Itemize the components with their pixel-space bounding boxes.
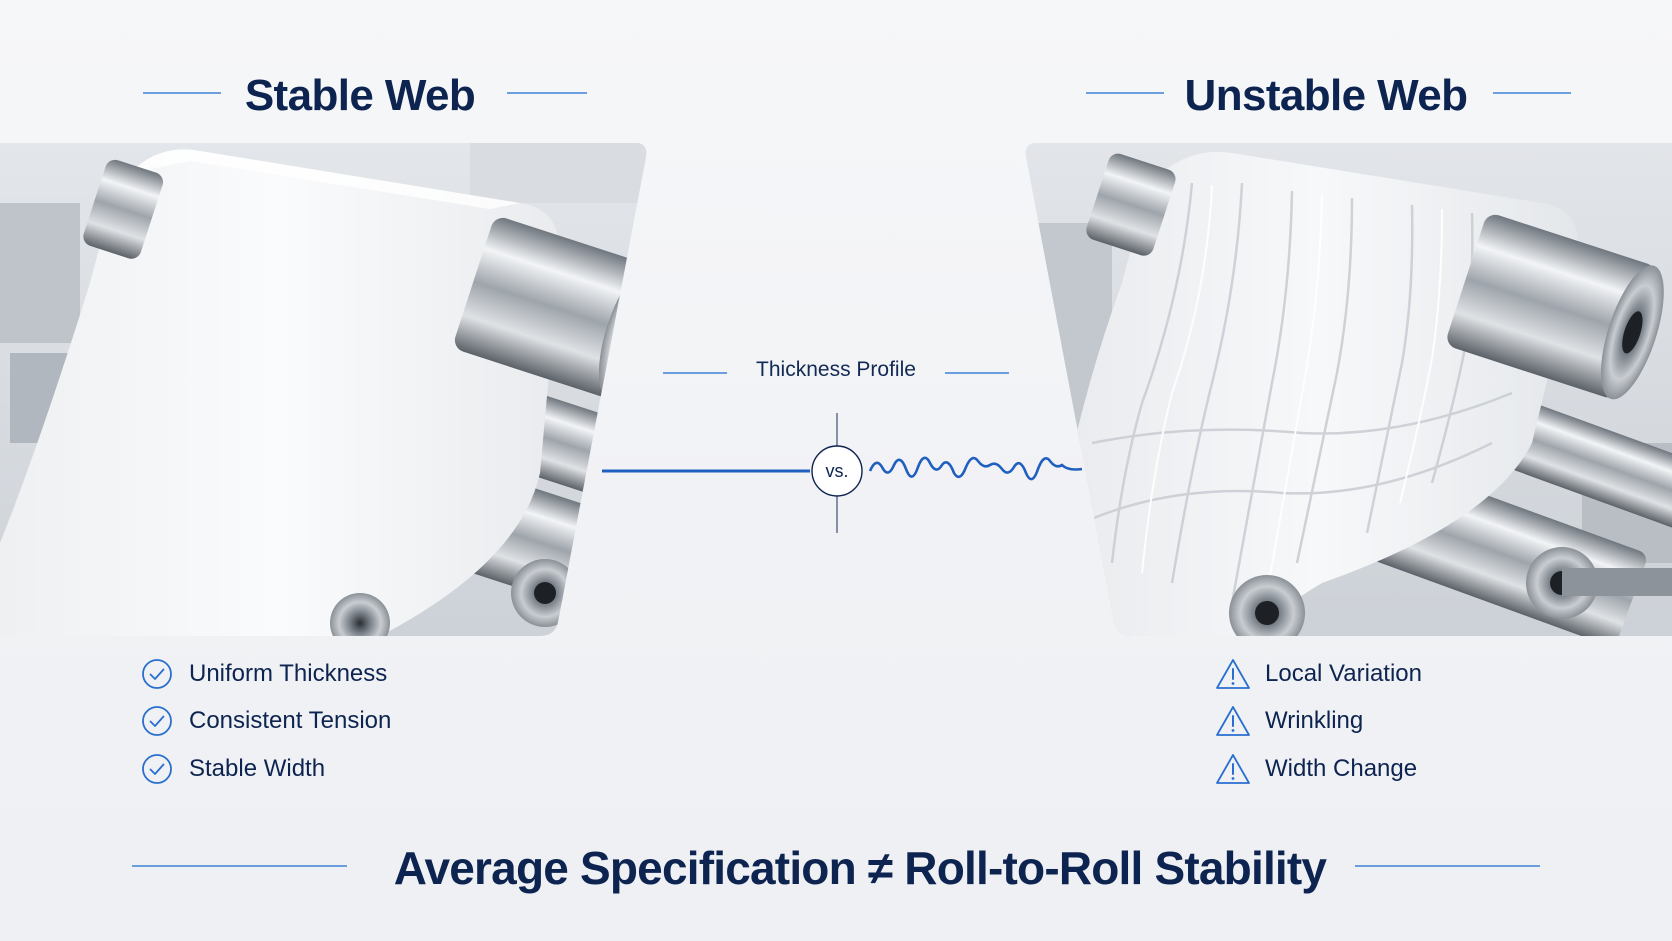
list-item-label: Wrinkling [1265, 707, 1364, 735]
thickness-profile-label: Thickness Profile [756, 358, 916, 381]
list-item: Wrinkling [1215, 698, 1422, 746]
warning-triangle-icon [1215, 656, 1251, 692]
list-item: Uniform Thickness [139, 650, 391, 698]
left-title-rule-right [507, 92, 587, 94]
list-item-label: Stable Width [189, 754, 326, 782]
check-circle-icon [139, 703, 175, 739]
right-title-rule-right [1493, 92, 1571, 94]
check-circle-icon [139, 751, 175, 787]
profile-rule-left [663, 372, 727, 374]
footer-rule-left [132, 865, 347, 867]
profile-rule-right [945, 372, 1009, 374]
list-item-label: Local Variation [1265, 659, 1422, 687]
unstable-features-list: Local Variation Wrinkling Width Change [1215, 650, 1422, 793]
warning-triangle-icon [1215, 751, 1251, 787]
list-item: Consistent Tension [139, 698, 391, 746]
vs-badge: vs. [825, 461, 849, 481]
right-title: Unstable Web [1184, 71, 1469, 120]
warning-triangle-icon [1215, 703, 1251, 739]
list-item-label: Width Change [1265, 754, 1418, 782]
stable-web-photo [0, 143, 650, 636]
check-circle-icon [139, 656, 175, 692]
right-title-rule-left [1086, 92, 1164, 94]
list-item: Width Change [1215, 745, 1422, 793]
unstable-web-photo [1022, 143, 1672, 636]
thickness-profile-graphic [602, 413, 1083, 533]
list-item-label: Uniform Thickness [189, 659, 388, 687]
stable-features-list: Uniform Thickness Consistent Tension Sta… [139, 650, 391, 793]
footer-rule-right [1355, 865, 1540, 867]
left-title: Stable Web [244, 71, 476, 120]
unstable-profile-line [868, 456, 1083, 481]
list-item: Stable Width [139, 745, 391, 793]
list-item: Local Variation [1215, 650, 1422, 698]
list-item-label: Consistent Tension [189, 707, 392, 735]
left-title-rule-left [143, 92, 221, 94]
footer-statement: Average Specification ≠ Roll-to-Roll Sta… [393, 842, 1327, 894]
